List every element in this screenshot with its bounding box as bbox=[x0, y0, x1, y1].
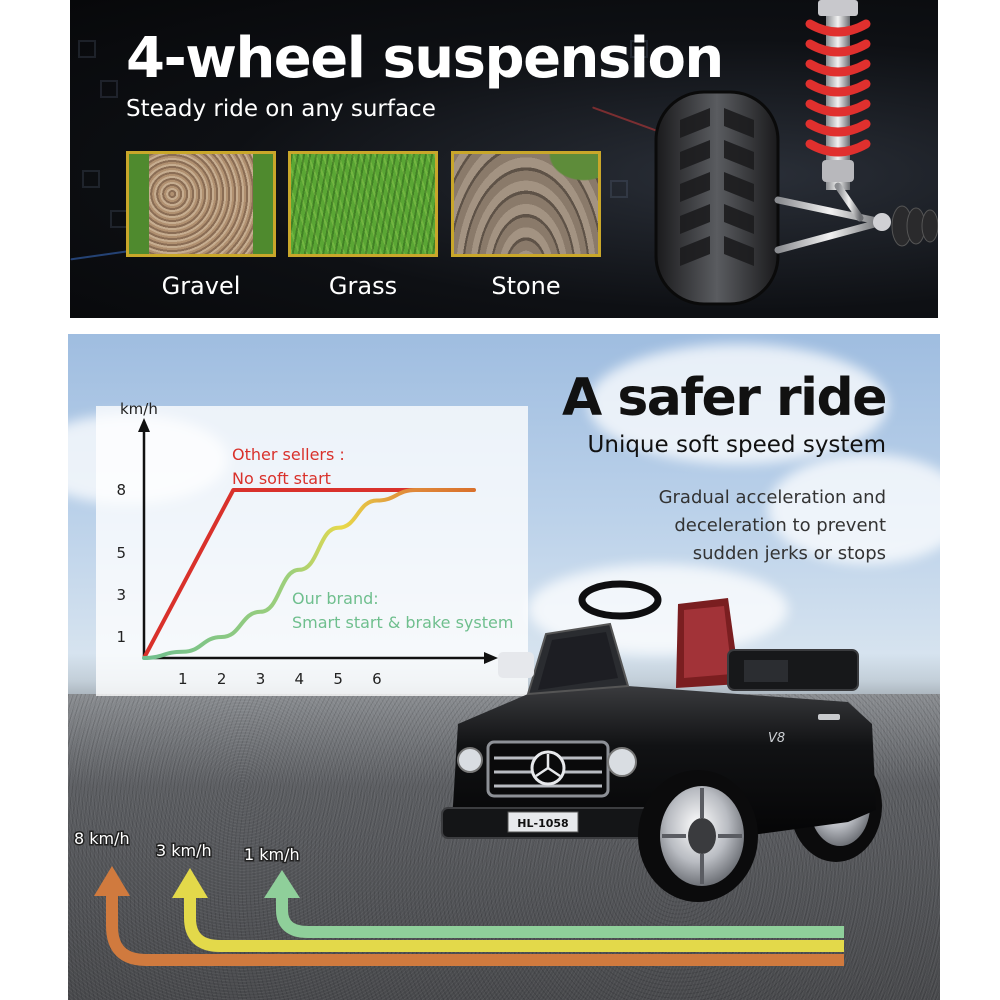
y-axis-arrow-icon bbox=[138, 418, 150, 432]
suspension-banner: 4-wheel suspension Steady ride on any su… bbox=[70, 0, 938, 318]
speed-label-1: 1 km/h bbox=[244, 845, 300, 864]
gravel-label: Gravel bbox=[161, 272, 241, 300]
x-tick-label: 4 bbox=[295, 670, 305, 688]
cv-boot-icon bbox=[891, 205, 938, 247]
annotation-other-sellers: No soft start bbox=[232, 469, 331, 488]
decor-square bbox=[78, 40, 96, 58]
description-line: Gradual acceleration and bbox=[658, 487, 886, 508]
x-tick-label: 3 bbox=[256, 670, 266, 688]
tire-icon bbox=[654, 90, 780, 306]
stone-label: Stone bbox=[491, 272, 561, 300]
safety-banner: km/hs1234561358 Other sellers :No soft s… bbox=[68, 334, 940, 1000]
y-tick-label: 1 bbox=[116, 628, 126, 646]
annotation-our-brand: Smart start & brake system bbox=[292, 613, 513, 632]
wheel-suspension-illustration bbox=[654, 0, 938, 306]
gravel-photo bbox=[126, 151, 276, 257]
grass-photo bbox=[288, 151, 438, 257]
safer-ride-title: A safer ride bbox=[562, 368, 888, 428]
x-axis-arrow-icon bbox=[484, 652, 498, 664]
y-tick-label: 5 bbox=[116, 544, 126, 562]
y-tick-label: 8 bbox=[116, 481, 126, 499]
v8-badge: V8 bbox=[768, 731, 785, 746]
series-other-sellers-line bbox=[142, 488, 474, 659]
x-tick-label: 5 bbox=[333, 670, 343, 688]
decor-square bbox=[610, 180, 628, 198]
x-tick-label: 2 bbox=[217, 670, 227, 688]
arrow-8kmh bbox=[94, 866, 844, 966]
control-arm-icon bbox=[774, 182, 886, 254]
description-line: deceleration to prevent bbox=[674, 515, 886, 536]
steering-wheel-icon bbox=[578, 580, 662, 620]
car-body bbox=[452, 686, 876, 836]
annotation-our-brand: Our brand: bbox=[292, 589, 379, 608]
coil-spring-icon bbox=[805, 0, 871, 190]
series-our-brand-line bbox=[142, 488, 476, 660]
safer-ride-subtitle: Unique soft speed system bbox=[587, 432, 886, 458]
arrow-1kmh bbox=[264, 870, 844, 938]
decor-square bbox=[82, 170, 100, 188]
suspension-subtitle: Steady ride on any surface bbox=[126, 96, 436, 122]
headlight-left-icon bbox=[457, 747, 483, 773]
speed-chart: km/hs1234561358 Other sellers :No soft s… bbox=[96, 400, 528, 696]
ride-on-car-illustration: HL-1058 V8 bbox=[441, 580, 882, 902]
decor-cloud bbox=[588, 344, 888, 464]
y-axis-label: km/h bbox=[120, 400, 158, 418]
speed-arrows: 8 km/h 3 km/h 1 km/h bbox=[73, 828, 844, 966]
grass-label: Grass bbox=[328, 272, 398, 300]
license-plate: HL-1058 bbox=[517, 817, 568, 830]
speed-label-8: 8 km/h bbox=[74, 829, 130, 848]
y-tick-label: 3 bbox=[116, 586, 126, 604]
front-wheel-icon bbox=[638, 770, 758, 902]
headlight-right-icon bbox=[607, 747, 637, 777]
safer-ride-description: Gradual acceleration and deceleration to… bbox=[566, 484, 886, 568]
arrow-3kmh bbox=[172, 868, 844, 952]
description-line: sudden jerks or stops bbox=[692, 543, 886, 564]
stone-photo bbox=[451, 151, 601, 257]
suspension-title: 4-wheel suspension bbox=[126, 26, 724, 91]
x-tick-label: 6 bbox=[372, 670, 382, 688]
chart-series bbox=[142, 488, 476, 660]
speed-label-3: 3 km/h bbox=[156, 841, 212, 860]
decor-cloud bbox=[768, 454, 940, 564]
decor-square bbox=[630, 40, 648, 58]
annotation-other-sellers: Other sellers : bbox=[232, 445, 345, 464]
decor-square bbox=[100, 80, 118, 98]
x-tick-label: 1 bbox=[178, 670, 188, 688]
